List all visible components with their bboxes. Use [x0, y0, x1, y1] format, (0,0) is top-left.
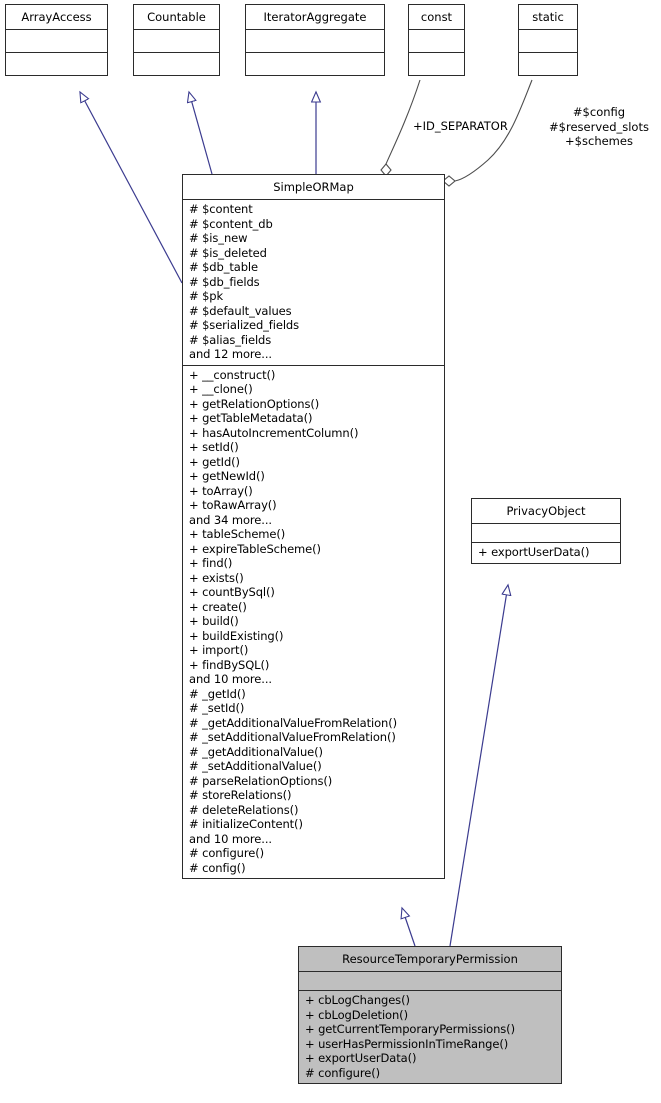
class-member-row: and 34 more...: [189, 512, 272, 527]
class-member-row: + userHasPermissionInTimeRange(): [305, 1036, 509, 1051]
class-title-resource-temporary-permission: ResourceTemporaryPermission: [299, 947, 561, 972]
class-member-row: + toRawArray(): [189, 498, 277, 512]
class-attributes-array-access: [6, 30, 107, 53]
class-member-row: # $content: [189, 202, 253, 216]
edge-label-static-schemes: +$schemes: [565, 134, 633, 148]
class-member-row: + toArray(): [189, 483, 253, 498]
class-member-row: + countBySql(): [189, 585, 275, 599]
class-member-row: # _setAdditionalValueFromRelation(): [189, 730, 396, 744]
class-attributes-const: [409, 30, 464, 53]
edge-label-static-reserved-slots: #$reserved_slots: [549, 119, 649, 134]
class-operations-countable: [134, 53, 219, 75]
class-member-row: # $serialized_fields: [189, 318, 300, 332]
class-member-row: + cbLogChanges(): [305, 993, 410, 1007]
class-member-row: + __construct(): [189, 367, 276, 382]
class-member-row: + getCurrentTemporaryPermissions(): [305, 1022, 515, 1036]
class-member-row: + getTableMetadata(): [189, 411, 313, 425]
class-title-countable: Countable: [134, 5, 219, 30]
class-title-simple-ormap: SimpleORMap: [183, 175, 444, 200]
class-member-row: # parseRelationOptions(): [189, 773, 333, 788]
class-member-row: # config(): [189, 860, 246, 875]
class-attributes-privacy-object: [472, 524, 620, 543]
class-member-row: + findBySQL(): [189, 657, 270, 672]
class-member-row: + tableScheme(): [189, 527, 286, 541]
class-member-row: and 10 more...: [189, 672, 272, 686]
class-member-row: # configure(): [305, 1065, 380, 1080]
class-member-row: + exportUserData(): [305, 1051, 417, 1065]
class-member-row: # configure(): [189, 846, 264, 860]
class-box-simple-ormap[interactable]: SimpleORMap # $content# $content_db# $is…: [182, 174, 445, 879]
edge-simpleormap-implements-arrayaccess: [80, 92, 183, 284]
edge-simpleormap-implements-countable: [189, 92, 213, 175]
class-attributes-countable: [134, 30, 219, 53]
class-member-row: + create(): [189, 599, 247, 614]
class-operations-iterator-aggregate: [246, 53, 384, 75]
class-operations-static: [519, 53, 577, 75]
class-box-iterator-aggregate[interactable]: IteratorAggregate: [245, 4, 385, 76]
class-member-row: # _setId(): [189, 701, 245, 715]
edge-rtp-extends-simpleormap: [402, 908, 416, 947]
edge-rtp-implements-privacyobject: [449, 585, 508, 947]
class-member-row: + buildExisting(): [189, 628, 284, 643]
class-member-row: + hasAutoIncrementColumn(): [189, 425, 359, 440]
class-box-const[interactable]: const: [408, 4, 465, 76]
class-attributes-simple-ormap: # $content# $content_db# $is_new# $is_de…: [183, 200, 444, 366]
edge-label-id-separator: +ID_SEPARATOR: [413, 119, 508, 133]
edge-label-static-members: #$config #$reserved_slots +$schemes: [540, 105, 658, 149]
class-member-row: and 12 more...: [189, 347, 272, 361]
class-member-row: # $db_table: [189, 260, 258, 274]
class-member-row: + setId(): [189, 440, 239, 454]
class-title-privacy-object: PrivacyObject: [472, 499, 620, 524]
class-box-array-access[interactable]: ArrayAccess: [5, 4, 108, 76]
edge-label-static-config: #$config: [572, 105, 626, 119]
class-attributes-iterator-aggregate: [246, 30, 384, 53]
class-box-privacy-object[interactable]: PrivacyObject + exportUserData(): [471, 498, 621, 564]
class-member-row: + expireTableScheme(): [189, 541, 321, 556]
class-member-row: # $alias_fields: [189, 332, 272, 347]
class-box-static[interactable]: static: [518, 4, 578, 76]
class-member-row: + find(): [189, 556, 233, 570]
class-member-row: # $is_new: [189, 231, 248, 245]
class-member-row: # _setAdditionalValue(): [189, 759, 322, 773]
class-operations-simple-ormap: + __construct()+ __clone()+ getRelationO…: [183, 366, 444, 879]
class-member-row: + build(): [189, 614, 239, 628]
class-member-row: + getId(): [189, 454, 240, 469]
class-member-row: # $default_values: [189, 303, 292, 318]
class-operations-resource-temporary-permission: + cbLogChanges()+ cbLogDeletion()+ getCu…: [299, 991, 561, 1083]
class-member-row: # _getId(): [189, 686, 246, 701]
class-member-row: # storeRelations(): [189, 788, 292, 802]
class-member-row: + exportUserData(): [478, 545, 590, 559]
class-operations-privacy-object: + exportUserData(): [472, 543, 620, 563]
class-member-row: + __clone(): [189, 382, 253, 396]
class-member-row: + getNewId(): [189, 469, 265, 483]
class-member-row: # deleteRelations(): [189, 802, 299, 817]
class-member-row: + import(): [189, 643, 249, 657]
class-member-row: + cbLogDeletion(): [305, 1007, 408, 1022]
class-member-row: # $is_deleted: [189, 245, 267, 260]
class-box-resource-temporary-permission[interactable]: ResourceTemporaryPermission + cbLogChang…: [298, 946, 562, 1084]
class-operations-array-access: [6, 53, 107, 75]
class-member-row: # $db_fields: [189, 274, 260, 289]
class-operations-const: [409, 53, 464, 75]
class-attributes-resource-temporary-permission: [299, 972, 561, 991]
class-member-row: # initializeContent(): [189, 817, 303, 831]
class-title-iterator-aggregate: IteratorAggregate: [246, 5, 384, 30]
class-member-row: + exists(): [189, 570, 244, 585]
class-member-row: # $pk: [189, 289, 224, 303]
class-member-row: and 10 more...: [189, 831, 272, 846]
class-box-countable[interactable]: Countable: [133, 4, 220, 76]
class-member-row: # _getAdditionalValue(): [189, 744, 323, 759]
class-member-row: # _getAdditionalValueFromRelation(): [189, 715, 398, 730]
class-attributes-static: [519, 30, 577, 53]
class-member-row: + getRelationOptions(): [189, 396, 320, 411]
class-title-const: const: [409, 5, 464, 30]
class-title-static: static: [519, 5, 577, 30]
class-title-array-access: ArrayAccess: [6, 5, 107, 30]
class-member-row: # $content_db: [189, 216, 273, 231]
